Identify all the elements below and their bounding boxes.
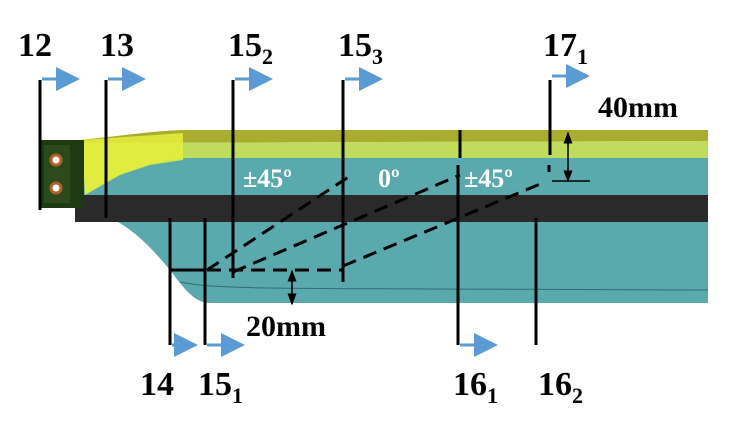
label-15-3: 153 — [338, 27, 383, 69]
label-16-1: 161 — [453, 366, 498, 408]
dimension-40mm — [552, 131, 590, 183]
station-lines — [38, 80, 552, 345]
dimension-label-20mm: 20mm — [246, 310, 326, 343]
ply-drop-lines — [170, 173, 546, 274]
direction-arrows — [42, 64, 590, 357]
blade-body — [40, 130, 709, 303]
bolt-hole-icon — [49, 181, 63, 195]
bolt-hole-icon — [49, 153, 63, 167]
label-16-2: 162 — [538, 366, 583, 408]
ply-angle-label: ±45º — [243, 164, 292, 193]
dimension-label-40mm: 40mm — [598, 91, 678, 124]
label-14: 14 — [140, 366, 174, 403]
ply-angle-label: ±45º — [464, 164, 513, 193]
label-13: 13 — [100, 27, 134, 64]
dark-band — [75, 195, 708, 222]
label-15-1: 151 — [198, 366, 243, 408]
label-15-2: 152 — [228, 27, 273, 69]
label-17-1: 171 — [543, 27, 588, 69]
label-12: 12 — [18, 27, 52, 64]
ply-angle-label: 0º — [378, 164, 400, 193]
